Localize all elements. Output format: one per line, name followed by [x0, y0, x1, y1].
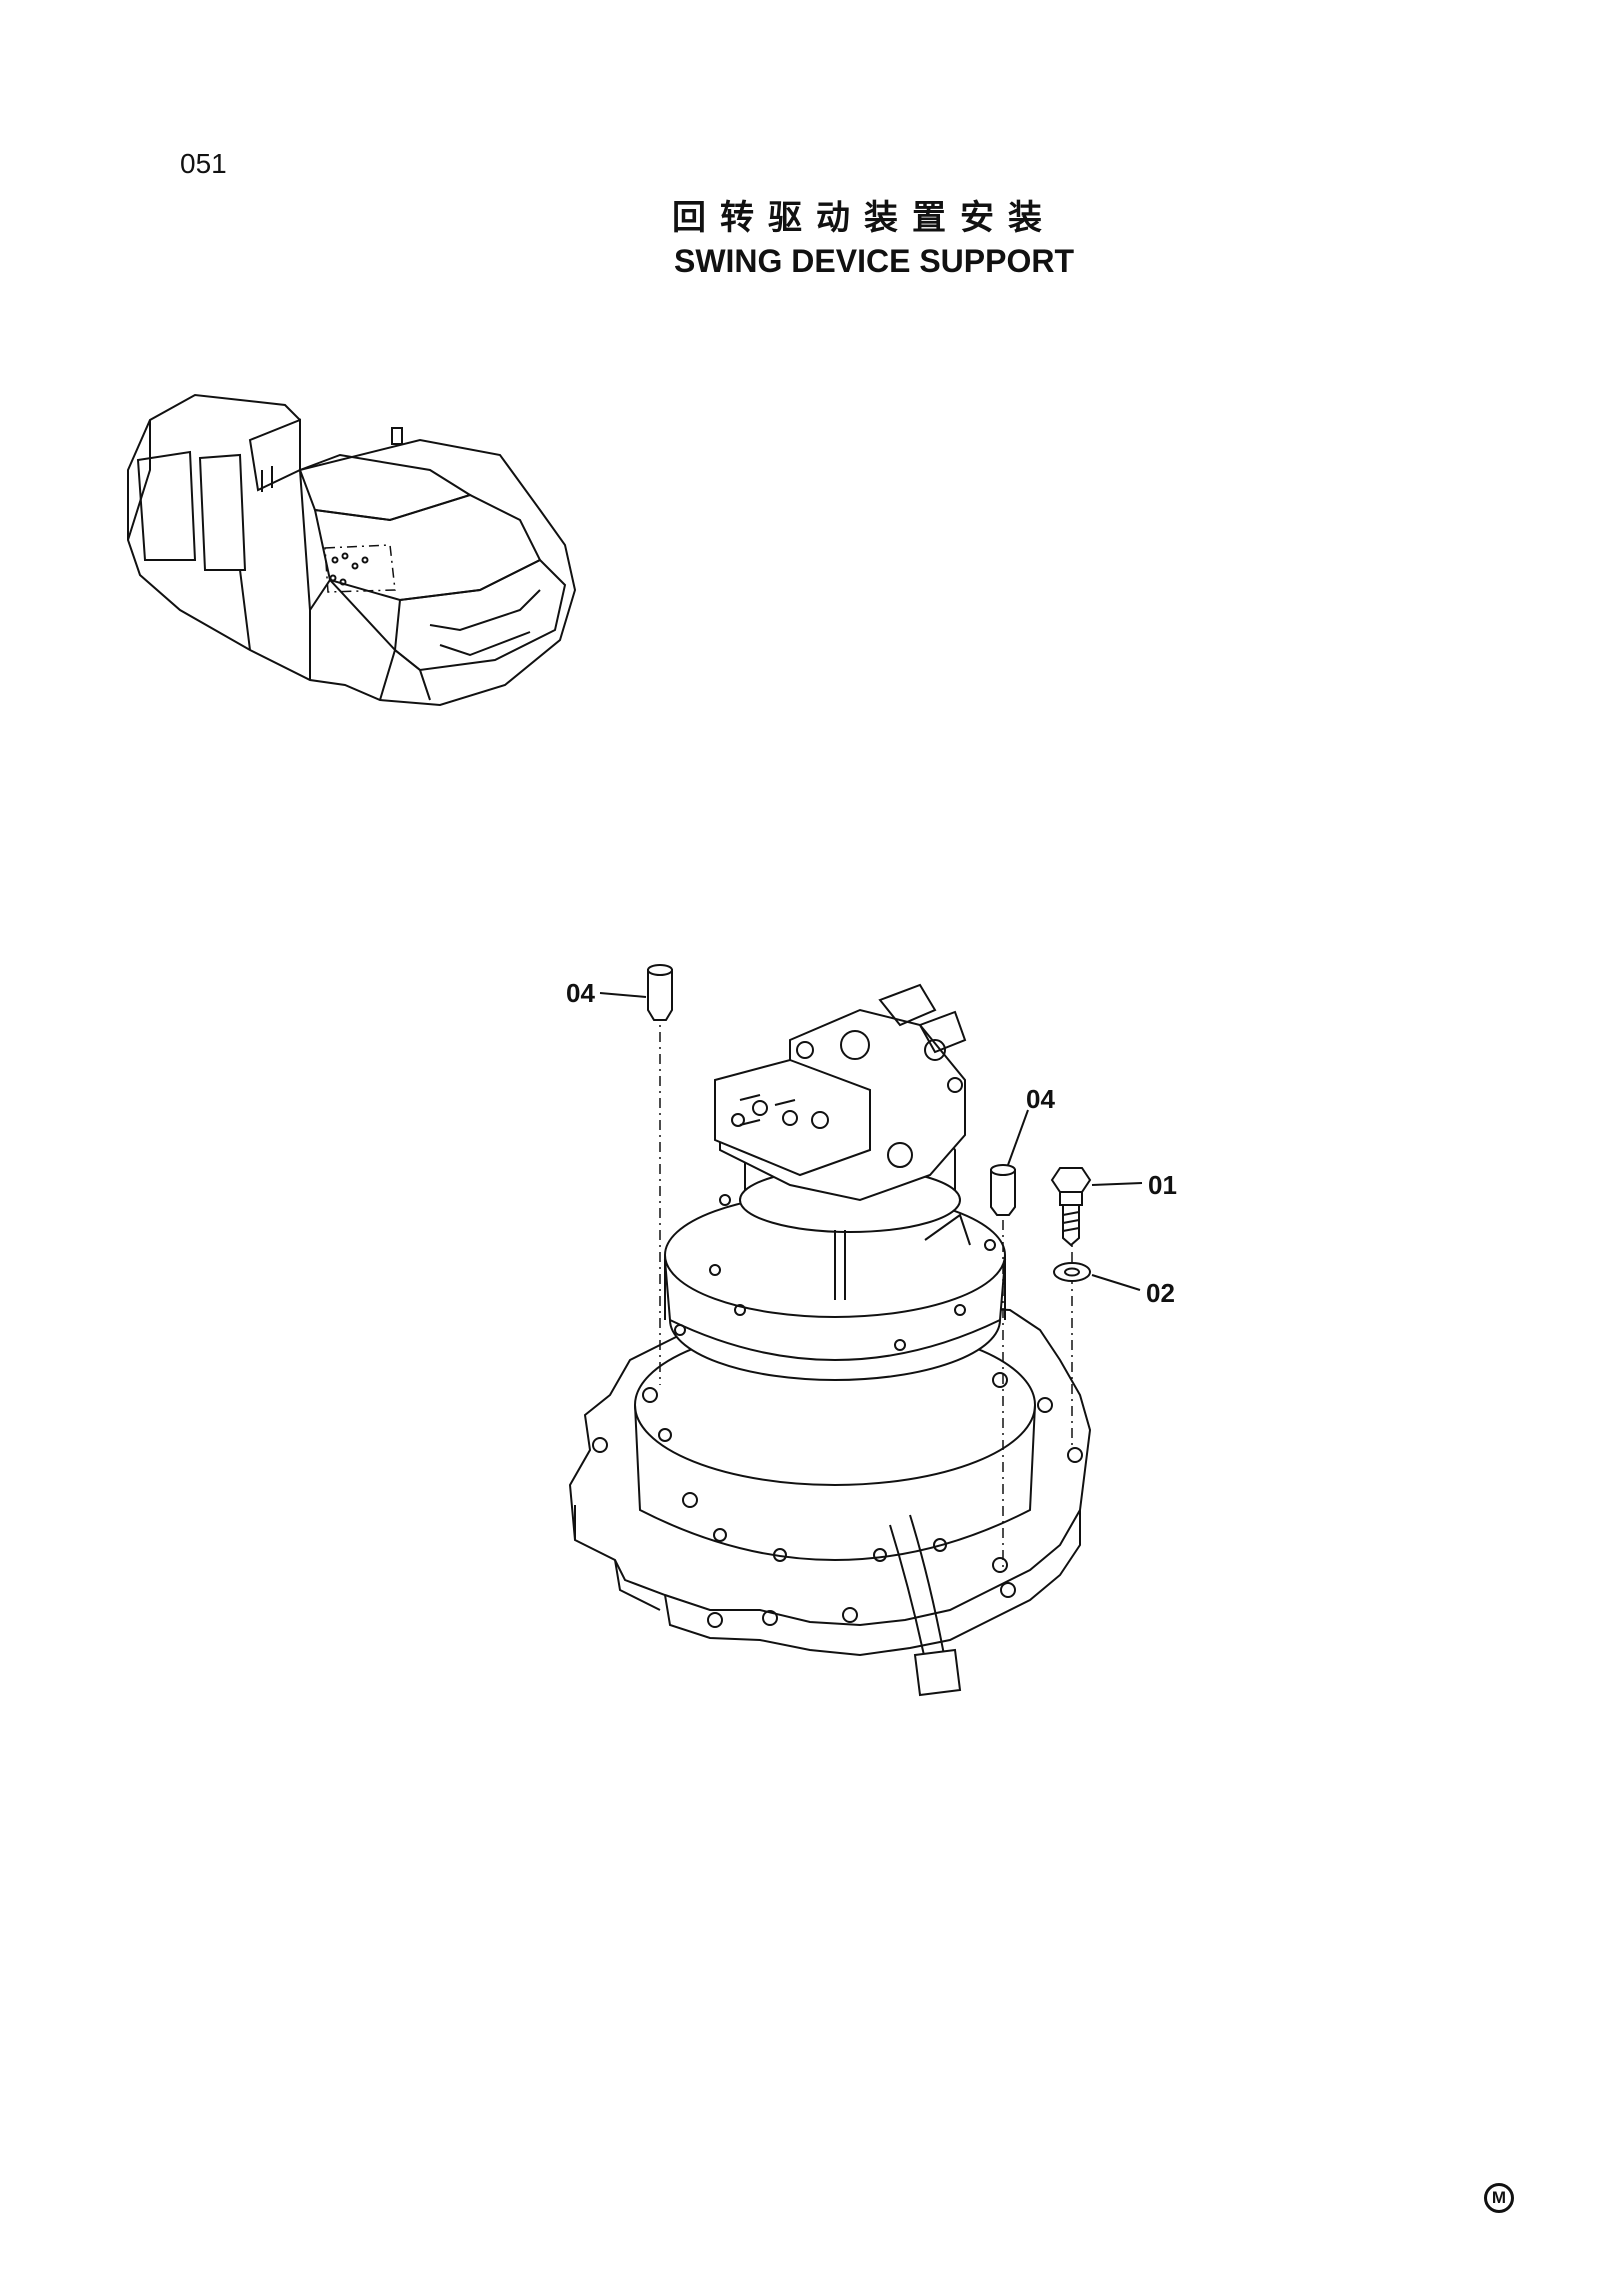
title-chinese: 回转驱动装置安装: [672, 198, 1056, 238]
swing-device-assembly: [568, 983, 1092, 1697]
pin-left: [647, 964, 673, 1021]
excavator-overview: [127, 393, 577, 707]
washer: [1053, 1262, 1091, 1282]
callout-bolt: 01: [1148, 1170, 1177, 1200]
callout-pin-right: 04: [1026, 1084, 1055, 1114]
page-number: 051: [180, 148, 227, 179]
pin-right: [990, 1164, 1016, 1216]
m-mark: M: [1484, 2183, 1514, 2213]
flange-bolt-holes: [592, 1194, 1083, 1628]
leader-lines: [599, 992, 1143, 1291]
title-english: SWING DEVICE SUPPORT: [673, 243, 1075, 279]
callout-washer: 02: [1146, 1278, 1175, 1308]
callout-pin-left: 04: [566, 978, 595, 1008]
swing-device-location-markers: [324, 544, 396, 593]
bolt: [1050, 1167, 1092, 1247]
